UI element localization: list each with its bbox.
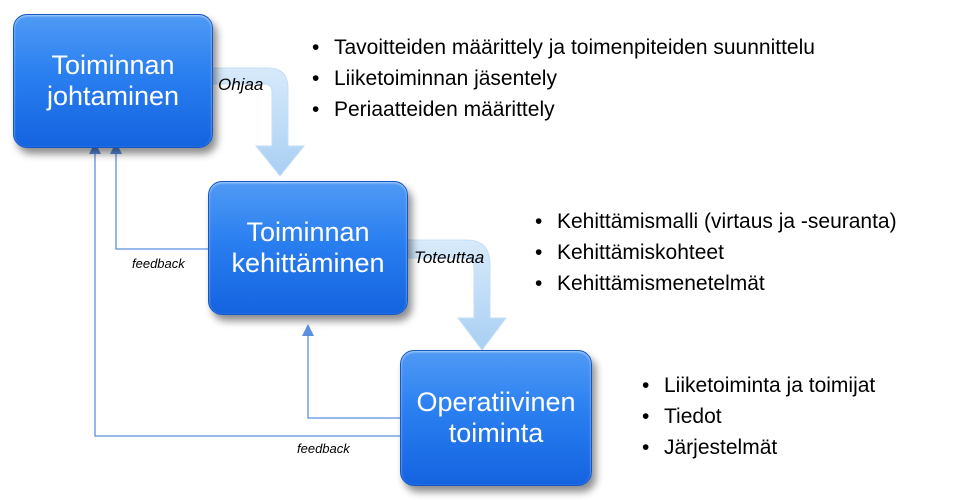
- management-box-label: Toiminnan johtaminen: [46, 50, 180, 111]
- development-box-label: Toiminnan kehittäminen: [231, 217, 385, 278]
- feedback-label-lower: feedback: [297, 441, 350, 456]
- bullet-item: Kehittämismenetelmät: [535, 268, 897, 299]
- operations-box: Operatiivinen toiminta: [400, 350, 592, 486]
- implements-flow-arrow-shape: [405, 239, 507, 351]
- bullet-item: Järjestelmät: [642, 432, 875, 463]
- operations-box-label: Operatiivinen toiminta: [416, 387, 576, 448]
- feedback-line-lower: [94, 152, 400, 437]
- operations-bullet-list: Liiketoiminta ja toimijat Tiedot Järjest…: [642, 370, 875, 463]
- implements-label: Toteuttaa: [414, 248, 485, 267]
- bullet-item: Kehittämiskohteet: [535, 237, 897, 268]
- development-box: Toiminnan kehittäminen: [208, 181, 408, 315]
- bullet-item: Liiketoiminta ja toimijat: [642, 370, 875, 401]
- feedback-label-upper: feedback: [132, 256, 185, 271]
- feedback-line-upper: [115, 152, 208, 250]
- bullet-item: Tavoitteiden määrittely ja toimenpiteide…: [312, 32, 815, 63]
- feedback-arrowhead-middle: [302, 324, 314, 336]
- steers-label: Ohjaa: [218, 75, 264, 94]
- bullet-item: Liiketoiminnan jäsentely: [312, 63, 815, 94]
- bullet-item: Tiedot: [642, 401, 875, 432]
- management-bullet-list: Tavoitteiden määrittely ja toimenpiteide…: [312, 32, 815, 125]
- feedback-arrowhead-upper: [110, 142, 122, 154]
- feedback-arrowhead-lower: [89, 142, 101, 154]
- feedback-line-middle: [307, 334, 400, 419]
- development-bullet-list: Kehittämismalli (virtaus ja -seuranta) K…: [535, 206, 897, 299]
- bullet-item: Kehittämismalli (virtaus ja -seuranta): [535, 206, 897, 237]
- bullet-item: Periaatteiden määrittely: [312, 94, 815, 125]
- steers-flow-arrow-shape: [211, 67, 306, 177]
- management-box: Toiminnan johtaminen: [13, 14, 213, 148]
